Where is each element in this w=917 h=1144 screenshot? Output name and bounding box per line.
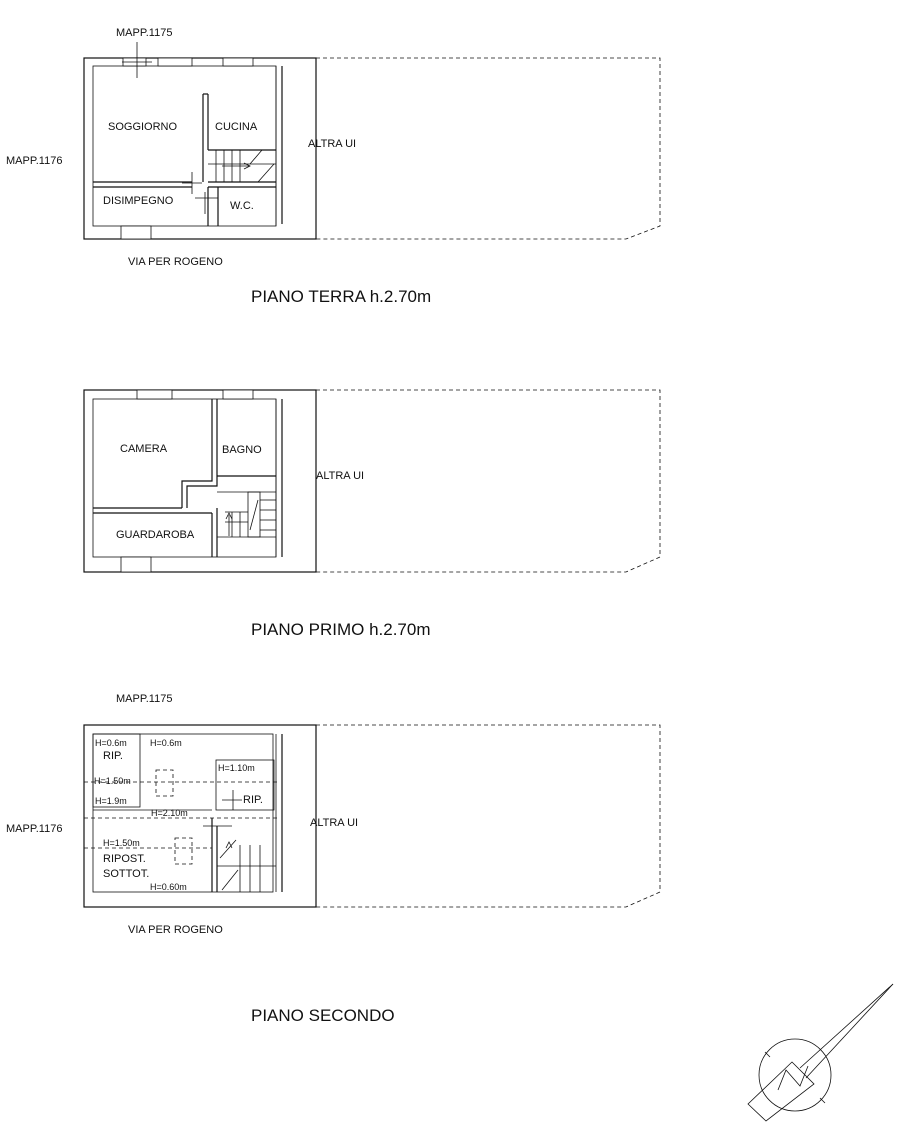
- storage-box: [215, 759, 275, 811]
- height-label: H=1.10m: [218, 763, 255, 773]
- window: [120, 225, 152, 240]
- second-floor-plan: MAPP.1175 MAPP.1176 ALTRA UI: [6, 693, 661, 1025]
- staircase: [208, 149, 276, 183]
- neighbor-top-label: MAPP.1175: [116, 693, 172, 705]
- window: [222, 57, 254, 67]
- room-label-rip-left: RIP.: [103, 750, 123, 762]
- skylight: [174, 837, 193, 865]
- room-label-rip-right: RIP.: [243, 794, 263, 806]
- room-label-kitchen: CUCINA: [215, 121, 258, 133]
- other-unit-label: ALTRA UI: [310, 817, 358, 829]
- wall: [186, 476, 218, 508]
- height-label: H=0.60m: [150, 882, 187, 892]
- floor-title-ground: PIANO TERRA h.2.70m: [251, 287, 431, 306]
- neighbor-top-label: MAPP.1175: [116, 27, 172, 39]
- north-arrow-icon: [747, 983, 894, 1122]
- other-unit-outline: [316, 57, 661, 240]
- height-label: H=1.50m: [94, 776, 131, 786]
- window: [120, 556, 152, 573]
- height-label: H=1.9m: [95, 796, 127, 806]
- room-label-living: SOGGIORNO: [108, 121, 178, 133]
- room-label-bedroom: CAMERA: [120, 443, 168, 455]
- room-label-bathroom: BAGNO: [222, 444, 262, 456]
- street-label: VIA PER ROGENO: [128, 256, 223, 268]
- floor-title-first: PIANO PRIMO h.2.70m: [251, 620, 431, 639]
- height-label: H=1.50m: [103, 838, 140, 848]
- height-label: H=2.10m: [151, 808, 188, 818]
- staircase: [217, 839, 276, 892]
- window: [222, 389, 254, 400]
- room-label-hallway: DISIMPEGNO: [103, 195, 174, 207]
- other-unit-label: ALTRA UI: [316, 470, 364, 482]
- height-label: H=0.6m: [150, 738, 182, 748]
- staircase: [217, 491, 276, 538]
- neighbor-left-label: MAPP.1176: [6, 155, 62, 167]
- first-floor-plan: ALTRA UI: [83, 389, 661, 639]
- room-label-storage-2: SOTTOT.: [103, 868, 149, 880]
- floor-title-second: PIANO SECONDO: [251, 1006, 395, 1025]
- room-label-storage: RIPOST.: [103, 853, 146, 865]
- inner-outline: [92, 733, 274, 893]
- skylight: [155, 769, 174, 797]
- building-outline: [83, 57, 317, 240]
- room-label-wardrobe: GUARDAROBA: [116, 529, 195, 541]
- building-outline: [83, 389, 317, 573]
- window: [157, 57, 193, 67]
- other-unit-label: ALTRA UI: [308, 138, 356, 150]
- ground-floor-plan: MAPP.1175 MAPP.1176 ALTRA UI: [6, 27, 661, 306]
- street-label: VIA PER ROGENO: [128, 924, 223, 936]
- room-label-wc: W.C.: [230, 200, 254, 212]
- neighbor-left-label: MAPP.1176: [6, 823, 62, 835]
- height-label: H=0.6m: [95, 738, 127, 748]
- storage-box: [92, 733, 141, 808]
- other-unit-outline: [316, 724, 661, 908]
- other-unit-outline: [316, 389, 661, 573]
- wall: [181, 476, 213, 508]
- building-outline: [83, 724, 317, 908]
- window: [136, 389, 173, 400]
